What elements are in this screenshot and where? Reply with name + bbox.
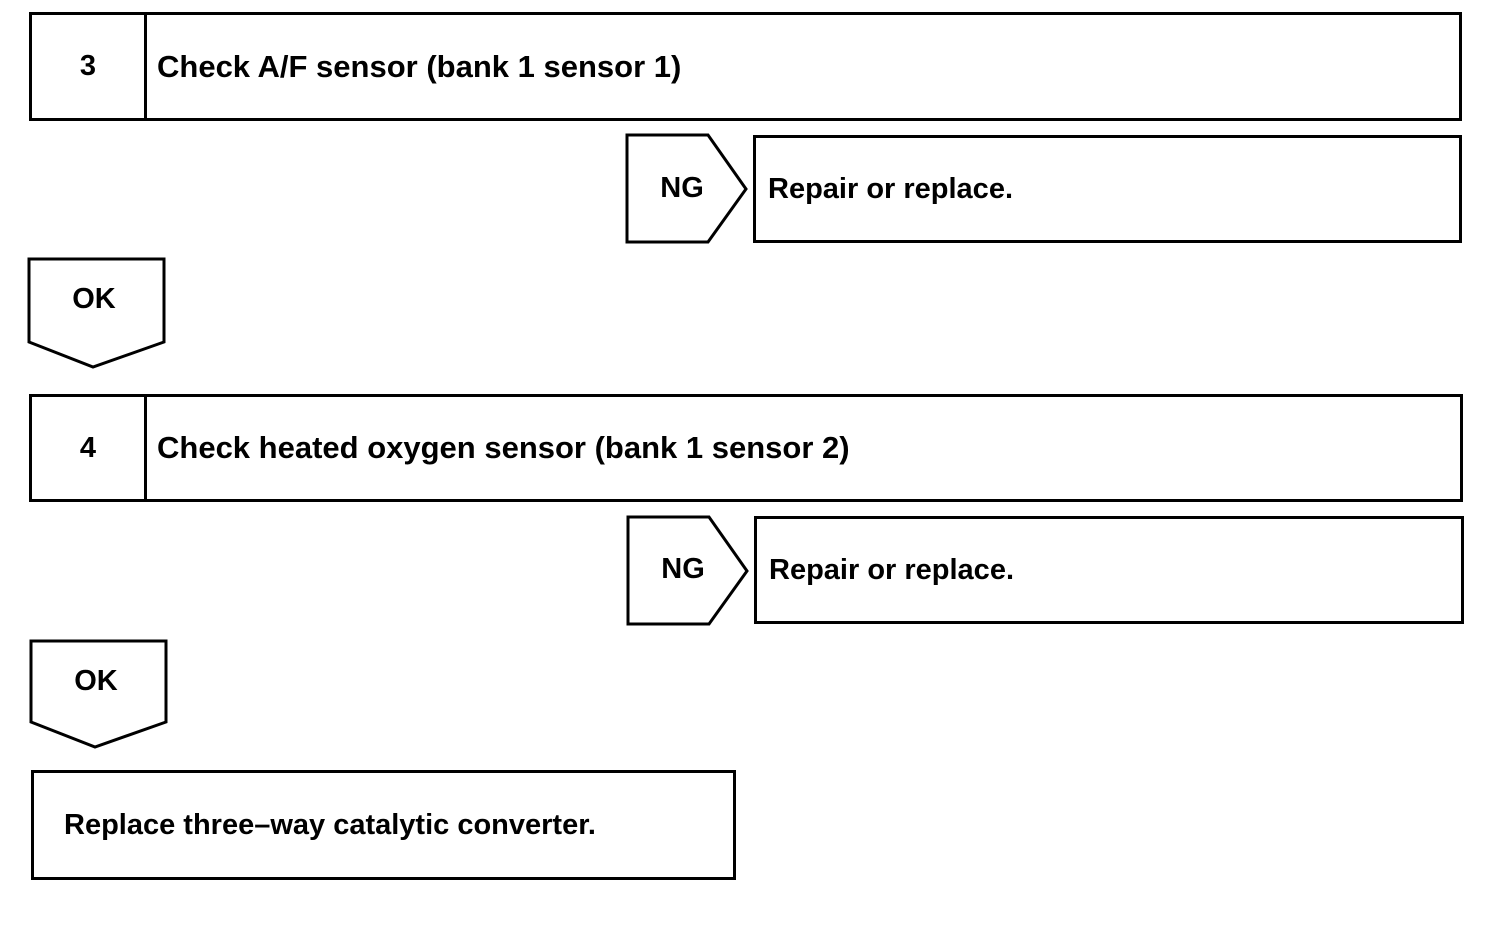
ok-label-2: OK — [74, 665, 118, 697]
ng-action-box-2: Repair or replace. — [754, 516, 1464, 624]
step-3-box: 3 Check A/F sensor (bank 1 sensor 1) — [29, 12, 1462, 121]
step-3-title: Check A/F sensor (bank 1 sensor 1) — [157, 48, 682, 84]
ok-label-1: OK — [72, 283, 116, 315]
step-4-title: Check heated oxygen sensor (bank 1 senso… — [157, 430, 850, 465]
step-3-number: 3 — [32, 15, 147, 118]
ng-action-box-1: Repair or replace. — [753, 135, 1462, 243]
ng-label-1: NG — [660, 172, 704, 204]
step-4-number: 4 — [32, 397, 147, 499]
ng-label-2: NG — [661, 553, 705, 585]
step-4-box: 4 Check heated oxygen sensor (bank 1 sen… — [29, 394, 1463, 502]
final-action-box: Replace three–way catalytic converter. — [31, 770, 736, 880]
